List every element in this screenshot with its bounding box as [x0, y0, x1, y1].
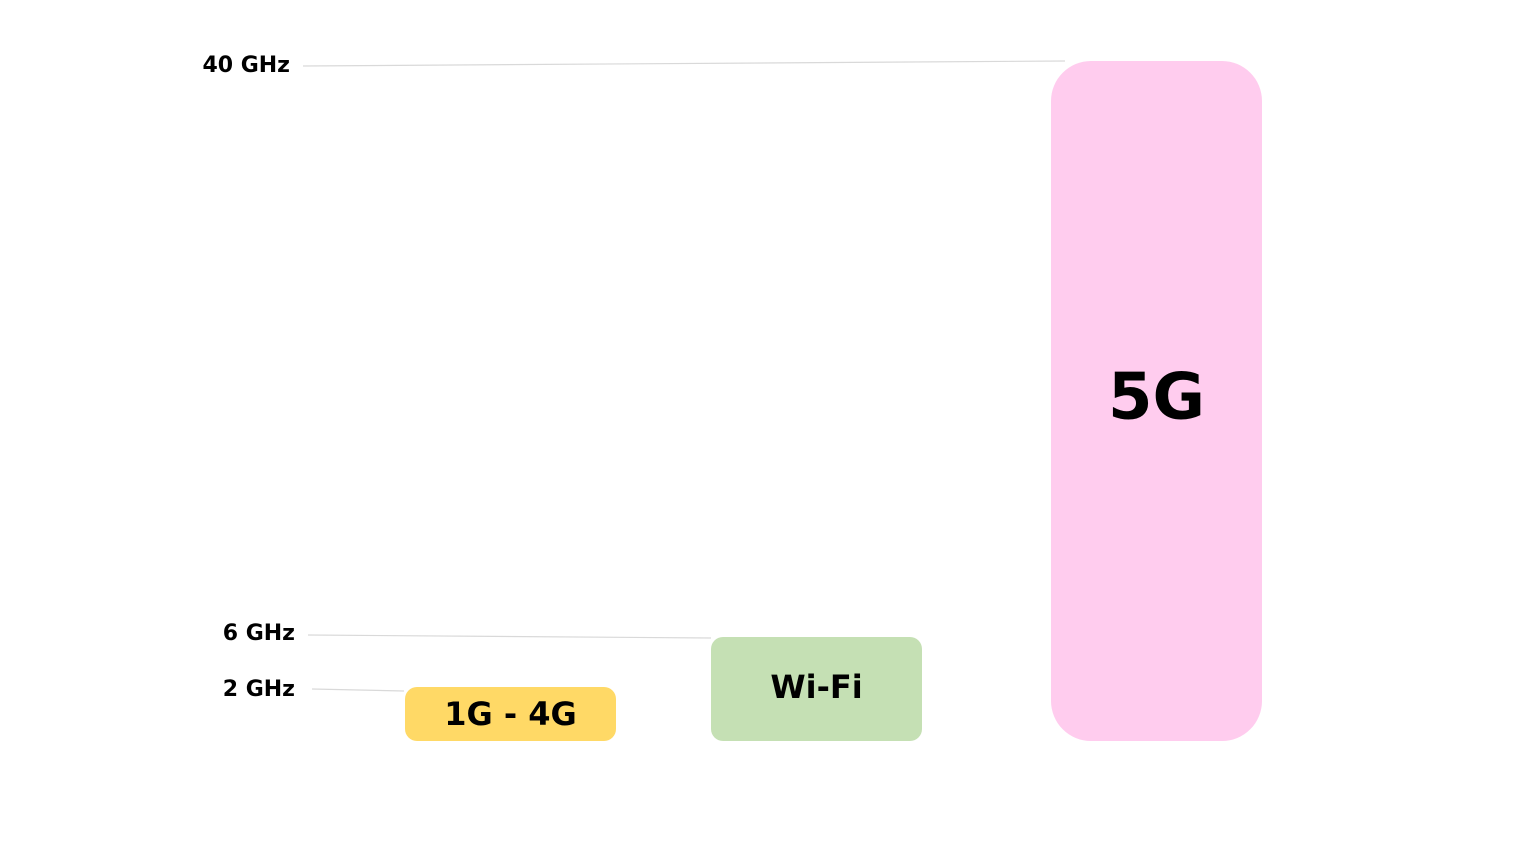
bar-label: 5G [1108, 361, 1205, 435]
bar-label: 1G - 4G [444, 695, 577, 733]
bar-wi-fi [711, 637, 922, 741]
y-tick-label: 6 GHz [223, 621, 295, 646]
y-tick-label: 2 GHz [223, 677, 295, 702]
bar-1g-4g [405, 687, 616, 741]
y-tick-label: 40 GHz [202, 53, 290, 78]
bar-5g [1051, 61, 1262, 741]
tick-leader-line [311, 688, 405, 692]
tick-leader-line [302, 60, 1066, 67]
tick-leader-line [307, 634, 712, 639]
bar-label: Wi-Fi [770, 668, 862, 706]
